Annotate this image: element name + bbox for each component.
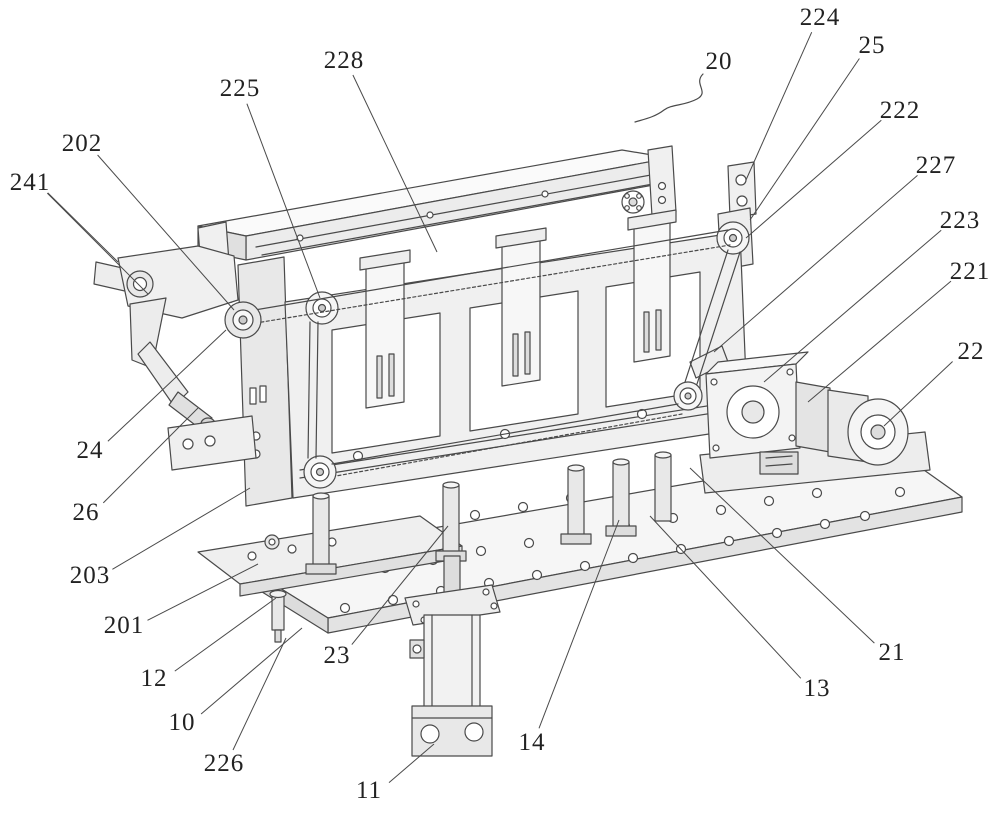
leader-line-227 [713,175,918,353]
post-3 [560,464,592,545]
left-arm-assembly [93,245,262,471]
leader-line-26 [102,407,199,504]
leader-line-25 [749,58,860,221]
left-sub-plate [197,515,463,597]
post-1 [305,492,337,575]
pulley-mid-right [673,381,703,411]
leader-line-13 [649,515,802,679]
leader-line-223 [763,229,942,383]
leader-line-12 [174,597,277,672]
leader-line-10 [200,627,303,715]
hanging-bolt [269,589,287,643]
main-frame [237,209,750,507]
corner-pulley-top-left [305,291,339,325]
leader-line-202 [97,154,235,311]
leader-line-228 [352,74,438,253]
leader-line-21 [689,467,875,644]
leader-line-225 [246,103,321,299]
squiggle-leader-20 [634,73,704,123]
leader-line-24 [107,329,227,442]
belt [242,229,741,477]
leader-line-201 [147,563,259,621]
leader-line-203 [112,487,251,570]
leader-line-224 [745,31,813,181]
leader-line-221 [807,280,952,403]
leader-line-241 [46,192,149,295]
leader-line-11 [388,743,435,783]
motor-assembly [699,351,931,494]
post-5 [654,451,672,522]
leader-line-23 [351,525,449,645]
leader-line-241 [47,192,119,263]
corner-pulley-bottom-left [303,455,337,489]
leader-line-222 [745,119,882,239]
leader-line-22 [883,361,953,427]
pneumatic-cylinder [404,555,501,757]
leader-line-226 [232,637,287,751]
leader-line-14 [538,519,620,729]
post-4 [605,458,637,537]
clamp-fingers [359,209,677,409]
